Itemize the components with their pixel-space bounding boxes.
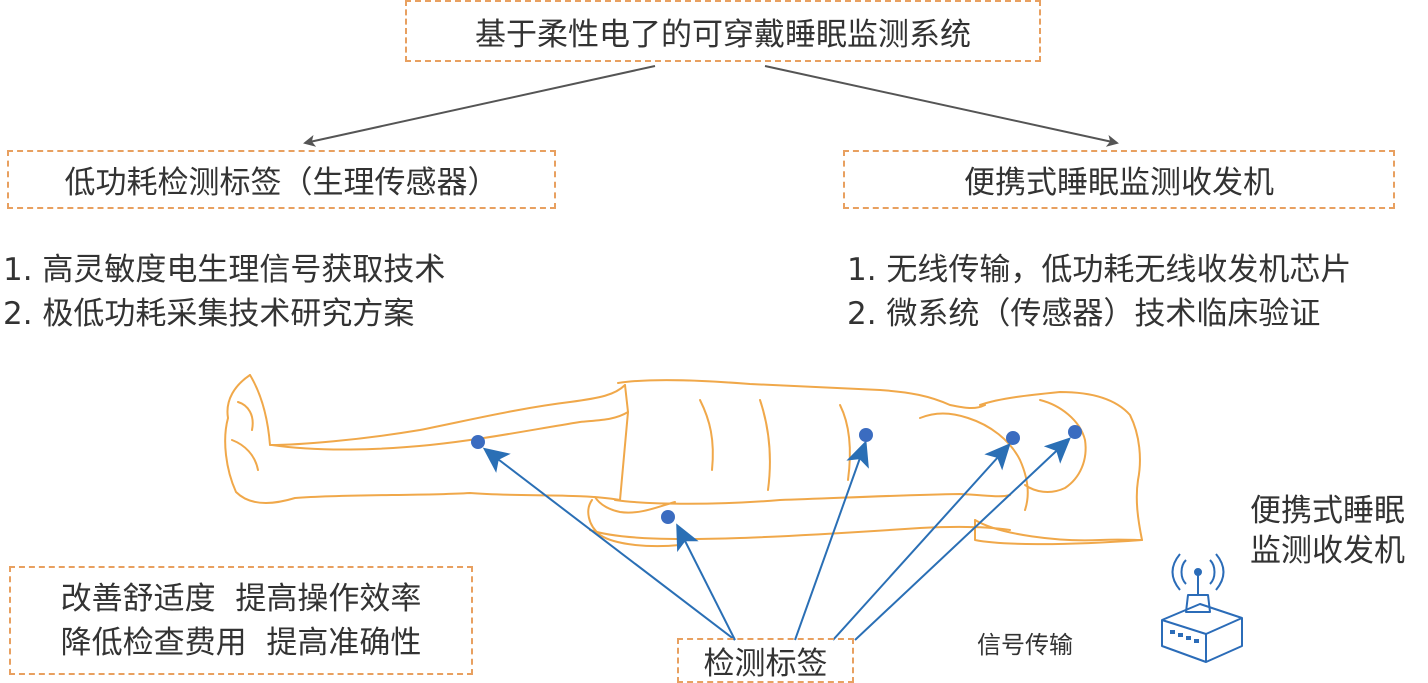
title-box: 基于柔性电了的可穿戴睡眠监测系统: [405, 0, 1041, 62]
arrow-sensor-leg: [482, 447, 736, 641]
left-box-text: 低功耗检测标签（生理传感器）: [64, 165, 499, 201]
benefits-box: 改善舒适度 提高操作效率 降低检查费用 提高准确性: [9, 566, 473, 675]
signal-label: 信号传输: [977, 631, 1073, 659]
lying-person-outline: [224, 374, 1143, 548]
title-text: 基于柔性电了的可穿戴睡眠监测系统: [475, 16, 971, 53]
arrow-sensor-torso: [794, 440, 869, 641]
right-list-item-2: 2. 微系统（传感器）技术临床验证: [847, 296, 1321, 332]
sensor-dot-leg: [471, 435, 485, 449]
right-box-text: 便携式睡眠监测收发机: [964, 165, 1274, 201]
arrow-sensor-head: [854, 437, 1071, 641]
left-list-item-2: 2. 极低功耗采集技术研究方案: [3, 296, 415, 332]
left-list-item-1: 1. 高灵敏度电生理信号获取技术: [3, 252, 446, 288]
sensor-dot-torso: [859, 428, 873, 442]
arrow-sensor-chest: [832, 443, 1011, 641]
arrow-to-left: [303, 65, 656, 147]
benefit-line-1: 改善舒适度 提高操作效率: [60, 580, 422, 617]
left-box: 低功耗检测标签（生理传感器）: [7, 150, 556, 209]
transceiver-label-line-2: 监测收发机: [1250, 533, 1405, 569]
transceiver-label-line-1: 便携式睡眠: [1250, 493, 1405, 529]
arrow-sensor-arm: [676, 523, 736, 641]
benefit-line-2: 降低检查费用 提高准确性: [60, 624, 422, 661]
sensor-dot-arm: [661, 510, 675, 524]
sensor-dot-chest: [1006, 431, 1020, 445]
tag-label-text: 检测标签: [703, 646, 828, 682]
transceiver-device-icon: [1161, 553, 1243, 663]
sensor-dot-head: [1068, 425, 1082, 439]
sensor-dots: [471, 425, 1082, 524]
arrow-to-right: [764, 65, 1119, 147]
right-box: 便携式睡眠监测收发机: [843, 150, 1395, 209]
tag-label-box: 检测标签: [677, 638, 854, 683]
tag-arrows: [482, 437, 1071, 641]
right-list-item-1: 1. 无线传输，低功耗无线收发机芯片: [847, 252, 1352, 288]
